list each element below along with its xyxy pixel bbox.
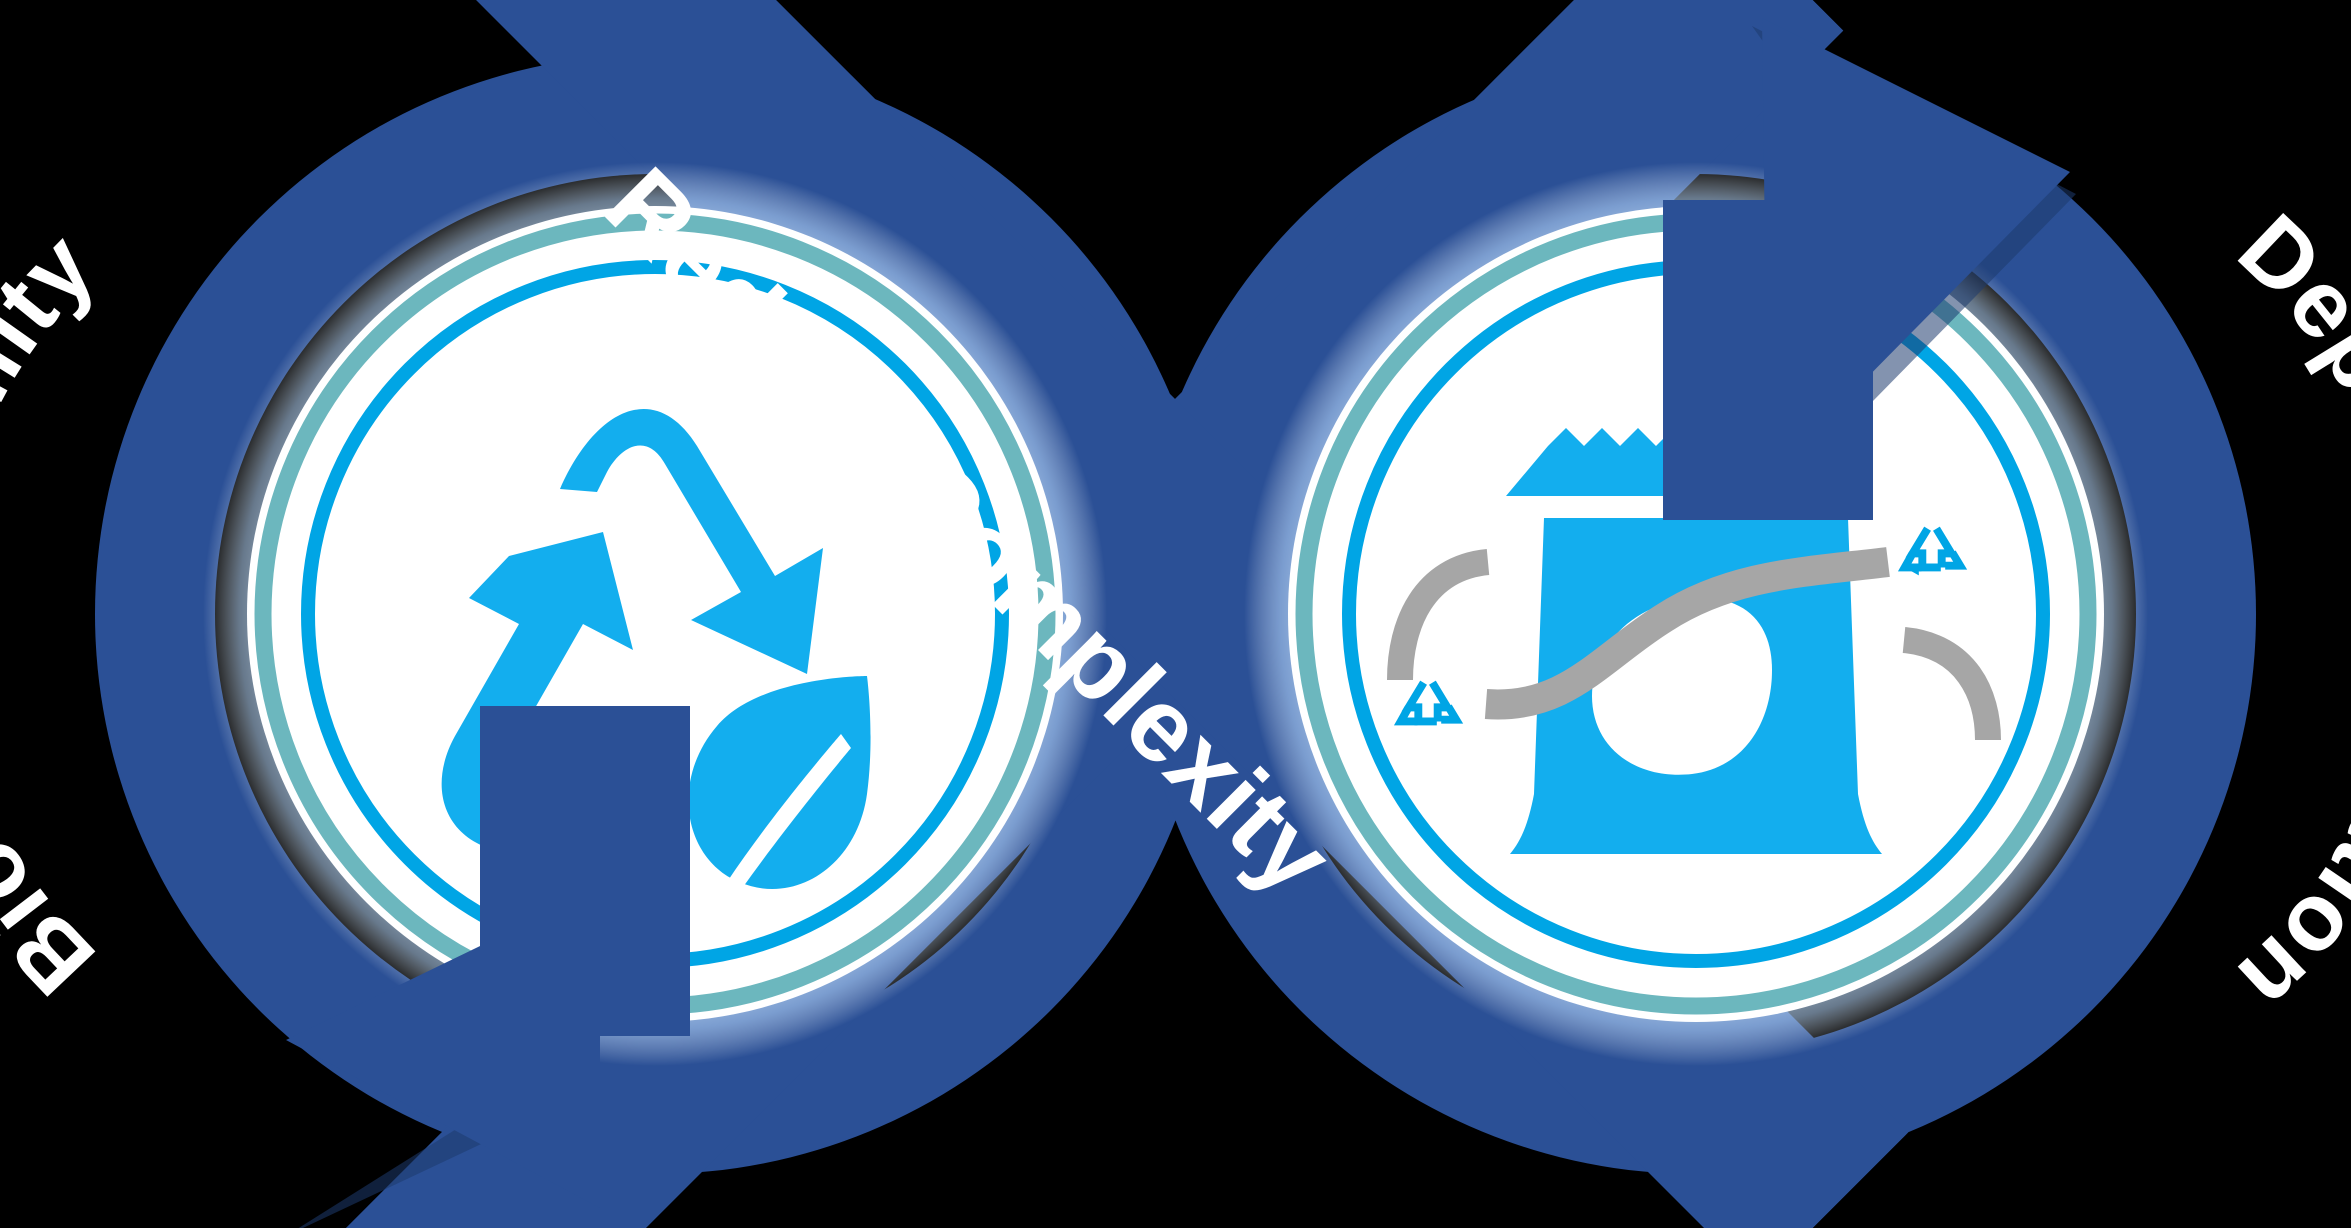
recycle-mark-right: [1897, 526, 1968, 576]
recycle-mark-left: [1393, 680, 1464, 726]
grey-s-curve: [1484, 547, 1890, 720]
arrowhead-up-right: [1663, 18, 2076, 520]
left-grey-arc: [1387, 549, 1490, 681]
arrowhead-down-left: [286, 706, 690, 1228]
right-grey-arc: [1902, 627, 2001, 741]
